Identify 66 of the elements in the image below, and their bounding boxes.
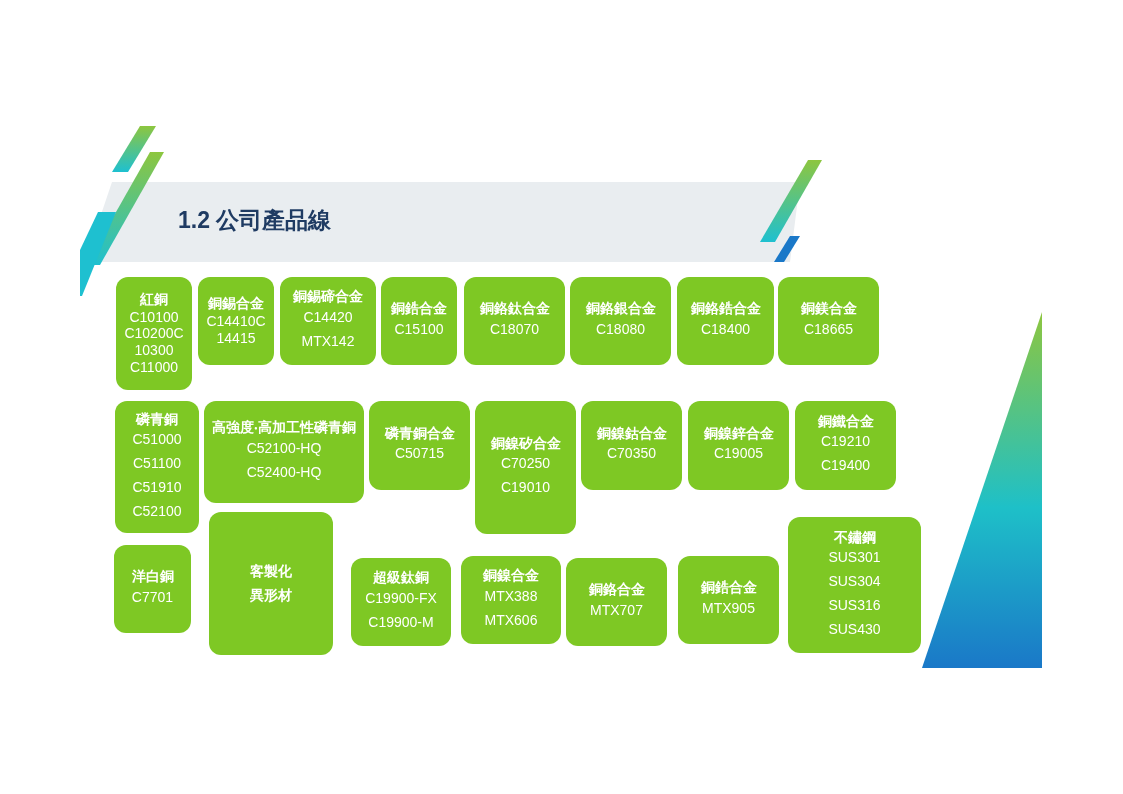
product-box: [778, 277, 879, 365]
alloy-name: 銅錫合金: [208, 295, 264, 313]
alloy-name: 銅鉻鈦合金: [479, 300, 550, 318]
grade-codes: C15100: [394, 319, 444, 339]
alloy-name: 銅鎳合金: [483, 567, 539, 585]
alloy-name: 銅鋯合金: [391, 300, 447, 318]
grade-codes: C19900-FX C19900-M: [365, 588, 437, 632]
product-box: [381, 277, 457, 365]
alloy-name: 銅鎳矽合金: [490, 434, 561, 453]
alloy-name: 磷青銅合金: [384, 424, 455, 443]
grade-codes: C18665: [803, 319, 853, 339]
product-box: [570, 277, 671, 365]
product-box: [788, 517, 921, 653]
product-box: [677, 277, 774, 365]
grade-codes: C52100-HQ C52400-HQ: [246, 438, 322, 482]
product-box: [369, 401, 470, 490]
product-box: [688, 401, 789, 490]
alloy-name: 洋白銅: [131, 568, 174, 586]
grade-codes: MTX905: [702, 598, 755, 618]
grade-codes: MTX707: [590, 600, 643, 620]
alloy-name: 磷青銅: [136, 410, 178, 429]
product-box: [581, 401, 682, 490]
grade-codes: C14410C 14415: [206, 312, 266, 347]
grade-codes: C14420 MTX142: [301, 307, 355, 351]
alloy-name: 客製化異形材: [249, 561, 293, 605]
product-box: [116, 277, 192, 390]
product-box: [209, 512, 333, 655]
grade-codes: MTX388 MTX606: [484, 586, 538, 630]
grade-codes: C70250 C19010: [500, 454, 550, 498]
alloy-name: 銅鉻合金: [588, 581, 645, 599]
grade-codes: C7701: [131, 587, 174, 607]
grade-codes: C18070: [489, 319, 539, 339]
product-box: [115, 401, 199, 533]
grade-codes: SUS301 SUS304 SUS316 SUS430: [828, 548, 881, 639]
product-box: [198, 277, 274, 365]
grade-codes: C70350: [606, 444, 656, 464]
alloy-name: 銅鎂合金: [800, 300, 857, 318]
section-title: 1.2 公司產品線: [178, 206, 332, 235]
alloy-name: 銅鉻鋯合金: [690, 300, 761, 318]
alloy-name: 高強度‧高加工性磷青銅: [212, 419, 356, 437]
alloy-name: 超級鈦銅: [373, 569, 429, 587]
grade-codes: C19210 C19400: [820, 432, 870, 476]
alloy-name: 銅鋯合金: [700, 579, 757, 597]
product-box: [678, 556, 779, 644]
grade-codes: C10100 C10200C 10300 C11000: [124, 308, 184, 376]
product-box: [114, 545, 191, 633]
grade-codes: C19005: [713, 444, 763, 464]
grade-codes: C50715: [394, 444, 444, 464]
product-box: [795, 401, 896, 490]
product-box: [566, 558, 667, 646]
grade-codes: C18400: [700, 319, 750, 339]
alloy-name: 銅鎳鋅合金: [703, 424, 774, 443]
product-box: [461, 556, 561, 644]
alloy-name: 銅鐵合金: [817, 412, 874, 431]
product-box: [464, 277, 565, 365]
grade-codes: C51000 C51100 C51910 C52100: [132, 430, 182, 521]
alloy-name: 紅銅: [140, 291, 168, 309]
product-box: [475, 401, 576, 534]
grade-codes: C18080: [595, 319, 645, 339]
alloy-name: 銅鉻銀合金: [585, 300, 656, 318]
alloy-name: 不鏽鋼: [833, 528, 876, 547]
product-box: [351, 558, 451, 646]
alloy-name: 銅錫碲合金: [293, 288, 363, 306]
alloy-name: 銅鎳鈷合金: [596, 424, 667, 443]
product-box: [280, 277, 376, 365]
product-box: [204, 401, 364, 503]
